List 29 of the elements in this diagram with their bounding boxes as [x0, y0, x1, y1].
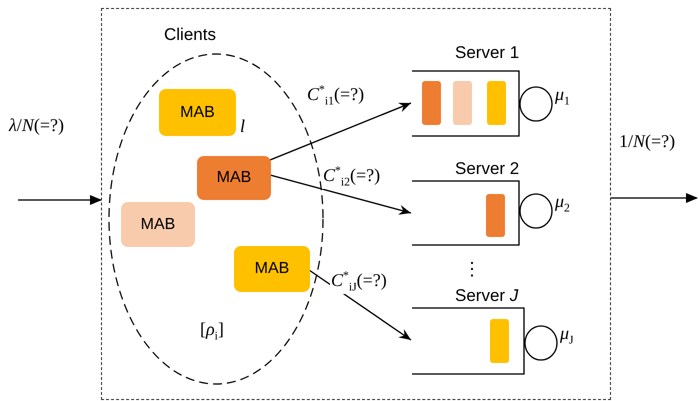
rounded-box: MAB	[159, 89, 236, 136]
math-label: l	[240, 116, 246, 137]
math-label: ⋮	[463, 258, 481, 280]
dashed-frame	[101, 8, 611, 400]
queue-bar	[486, 194, 505, 237]
service-rate-label: μ$_{J}$	[560, 323, 574, 347]
group-heading: Clients	[164, 25, 216, 45]
edge-label: 1/N(=?)	[618, 132, 676, 152]
arrow	[18, 195, 102, 205]
queue-bar	[490, 319, 509, 363]
server-label: Server 1	[455, 43, 520, 63]
edge-label: λ/N(=?)	[8, 116, 65, 136]
arrow	[270, 102, 412, 161]
queue-bar	[453, 81, 472, 125]
rounded-box: MAB	[234, 246, 310, 292]
service-rate-label: μ$_{2}$	[555, 191, 570, 215]
arrow	[270, 174, 412, 215]
arrow	[611, 193, 698, 203]
server-label: Server J	[455, 286, 518, 306]
queue-bar	[487, 81, 506, 125]
rounded-box: MAB	[197, 156, 271, 200]
edge-label: C$^{*}$$_{i2}$(=?)	[322, 165, 382, 190]
math-label: [ρ$_{i}$]	[200, 319, 224, 343]
rounded-box: MAB	[121, 202, 195, 247]
edge-label: C$^{*}$$_{iJ}$(=?)	[330, 270, 388, 294]
service-rate-label: μ$_{1}$	[555, 84, 570, 108]
arrow	[308, 269, 412, 341]
server-label: Server 2	[455, 159, 520, 179]
queue-bar	[422, 81, 441, 125]
